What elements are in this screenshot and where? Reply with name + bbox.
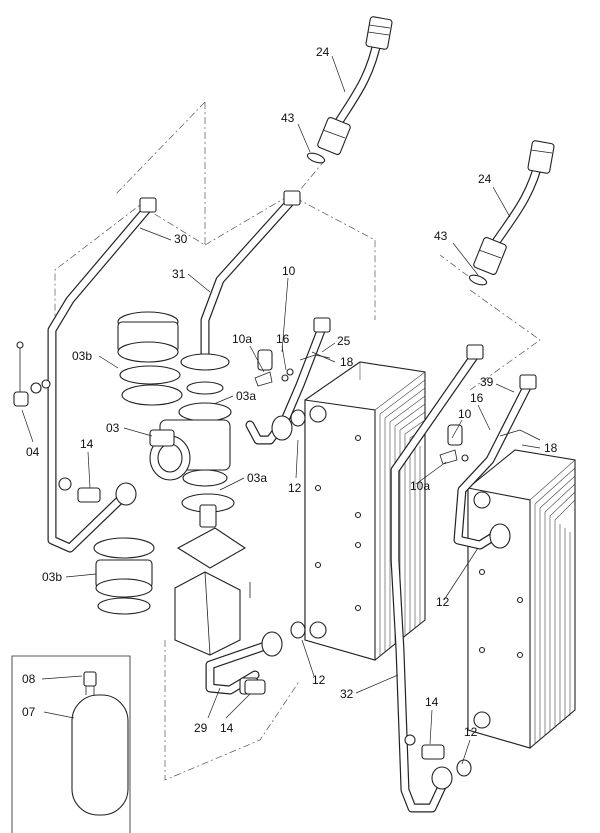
callout-labels: 24 43 24 43 30 31 10 10a 16 25 18 03b 03… [22,45,558,739]
callout-30: 30 [174,232,188,246]
callout-31: 31 [172,267,186,281]
callout-24-top: 24 [316,45,330,59]
flexible-hose-top [306,16,393,164]
circulation-pump [117,311,235,528]
callout-18-right: 18 [544,441,558,455]
callout-04: 04 [26,445,40,459]
valve-14-right [404,734,445,760]
callout-12-lower-middle: 12 [312,673,326,687]
callout-03b-upper: 03b [72,349,92,363]
flexible-hose-right [468,140,555,286]
valve-14-left [58,477,101,503]
sensor-10-middle [254,349,331,387]
callout-43-top: 43 [281,111,295,125]
gasket-set-lower [93,537,155,615]
expansion-vessel-box [11,655,131,833]
pipe-30 [47,197,157,553]
callout-08: 08 [22,672,36,686]
callout-10a-middle: 10a [232,332,252,346]
callout-10-right: 10 [458,407,472,421]
callout-24-right: 24 [478,172,492,186]
callout-43-right: 43 [434,229,448,243]
callout-12-upper-right: 12 [436,595,450,609]
callout-14-right: 14 [425,695,439,709]
callout-12-upper-middle: 12 [288,481,302,495]
plate-heat-exchanger-middle [304,361,426,661]
callout-14-left: 14 [80,437,94,451]
callout-leaders [21,55,541,765]
callout-10-middle: 10 [282,264,296,278]
mounting-bracket [174,527,251,656]
callout-39: 39 [480,375,494,389]
callout-14-middle: 14 [220,721,234,735]
pipe-32 [390,344,484,813]
plate-heat-exchanger-right [467,449,576,749]
callout-10a-right: 10a [410,479,430,493]
callout-03a-lower: 03a [247,471,267,485]
heat-exchanger-fins [529,459,576,744]
callout-32: 32 [340,687,354,701]
callout-16-middle: 16 [276,332,290,346]
sensor-10-right [439,424,541,465]
valve-04 [13,341,51,407]
valve-14-middle [244,679,266,695]
callout-03b-lower: 03b [42,570,62,584]
callout-03: 03 [106,421,120,435]
pipe-25 [245,317,331,445]
callout-25: 25 [337,334,351,348]
callout-18-middle: 18 [340,355,354,369]
callout-07: 07 [22,705,36,719]
pipe-31 [180,190,301,371]
callout-29: 29 [194,721,208,735]
callout-16-right: 16 [470,391,484,405]
pipe-39 [453,374,537,550]
callout-03a-upper: 03a [236,389,256,403]
callout-12-lower-right: 12 [464,725,478,739]
